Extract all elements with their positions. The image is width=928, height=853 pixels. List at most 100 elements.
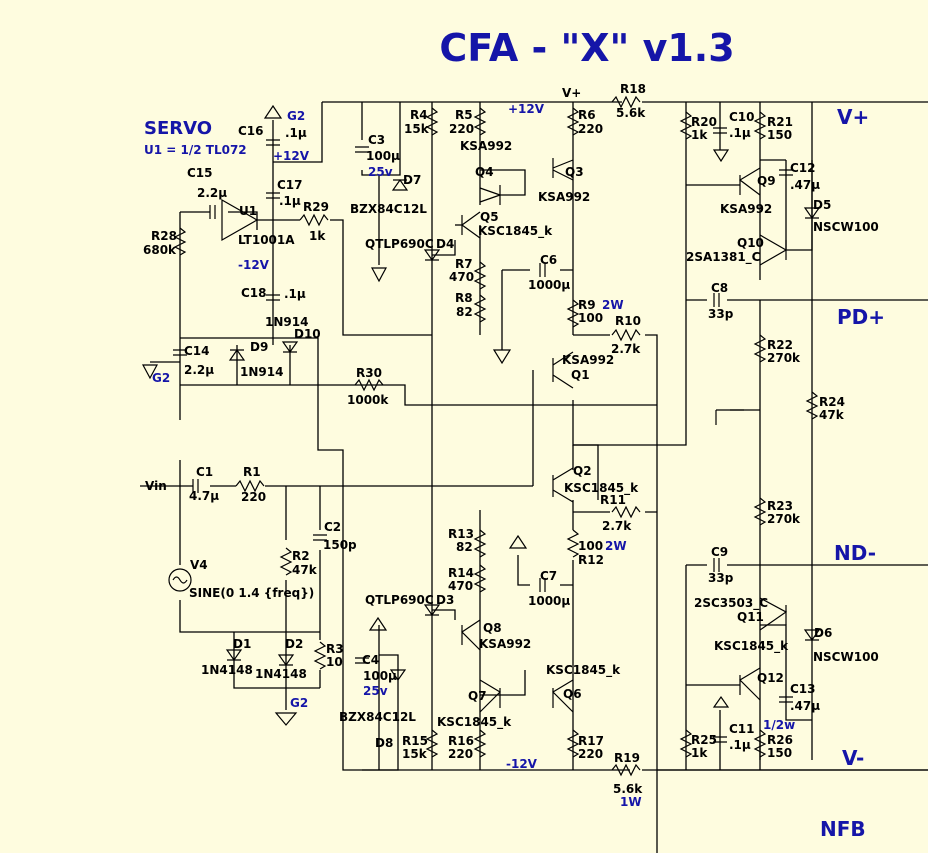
r19-value: 5.6k bbox=[613, 782, 643, 796]
r3-value: 10 bbox=[326, 655, 343, 669]
r2-ref: R2 bbox=[292, 549, 310, 563]
r14-ref: R14 bbox=[448, 566, 474, 580]
r15-ref: R15 bbox=[402, 734, 428, 748]
net-label-top-vplus: V+ bbox=[562, 86, 581, 100]
r18-ref: R18 bbox=[620, 82, 646, 96]
d6-ref: D6 bbox=[814, 626, 832, 640]
q12-value: KSC1845_k bbox=[714, 639, 789, 654]
c8-ref: C8 bbox=[711, 281, 728, 295]
q5-value: KSC1845_k bbox=[478, 224, 553, 239]
d2-value: 1N4148 bbox=[255, 667, 307, 681]
q6-ref: Q6 bbox=[563, 687, 582, 701]
c4-rating: 25v bbox=[363, 684, 388, 698]
d8-ref: D8 bbox=[375, 736, 393, 750]
r20-value: 1k bbox=[691, 128, 708, 142]
c11-value: .1µ bbox=[729, 738, 751, 752]
q6-value: KSC1845_k bbox=[546, 663, 621, 678]
servo-ground-2: G2 bbox=[152, 371, 170, 385]
r23-value: 270k bbox=[767, 512, 801, 526]
r24-ref: R24 bbox=[819, 395, 845, 409]
servo-supply-neg: -12V bbox=[238, 258, 270, 272]
q3-value: KSA992 bbox=[538, 190, 590, 204]
r12-rating: 2W bbox=[605, 539, 627, 553]
d7-ref: D7 bbox=[403, 173, 421, 187]
c10-ref: C10 bbox=[729, 110, 755, 124]
v4-ref: V4 bbox=[190, 558, 208, 572]
r28-value: 680k bbox=[143, 243, 177, 257]
schematic-title: CFA - "X" v1.3 bbox=[439, 26, 734, 70]
q8-ref: Q8 bbox=[483, 621, 502, 635]
c13-value: .47µ bbox=[790, 699, 820, 713]
q8-value: KSA992 bbox=[479, 637, 531, 651]
c8-value: 33p bbox=[708, 307, 734, 321]
r22-ref: R22 bbox=[767, 338, 793, 352]
c18-value: .1µ bbox=[284, 287, 306, 301]
net-label-top-12v: +12V bbox=[508, 102, 545, 116]
q5-ref: Q5 bbox=[480, 210, 499, 224]
servo-subtitle: U1 = 1/2 TL072 bbox=[144, 143, 247, 157]
r17-ref: R17 bbox=[578, 734, 604, 748]
r4-value: 15k bbox=[404, 122, 430, 136]
r11-ref: R11 bbox=[600, 493, 626, 507]
d9-value: 1N914 bbox=[240, 365, 283, 379]
v4-value: SINE(0 1.4 {freq}) bbox=[189, 586, 314, 600]
r17-value: 220 bbox=[578, 747, 603, 761]
c13-ref: C13 bbox=[790, 682, 816, 696]
d1-ref: D1 bbox=[233, 637, 251, 651]
q7-ref: Q7 bbox=[468, 689, 487, 703]
c1-ref: C1 bbox=[196, 465, 213, 479]
c2-value: 150p bbox=[323, 538, 357, 552]
c14-value: 2.2µ bbox=[184, 363, 214, 377]
r30-ref: R30 bbox=[356, 366, 382, 380]
r28-ref: R28 bbox=[151, 229, 177, 243]
wires bbox=[140, 101, 928, 853]
r26-rating: 1/2w bbox=[763, 718, 795, 732]
c15-ref: C15 bbox=[187, 166, 213, 180]
q2-ref: Q2 bbox=[573, 464, 592, 478]
q4-value: KSA992 bbox=[460, 139, 512, 153]
r24-value: 47k bbox=[819, 408, 845, 422]
r5-ref: R5 bbox=[455, 108, 473, 122]
r16-value: 220 bbox=[448, 747, 473, 761]
q10-value: 2SA1381_C bbox=[686, 250, 761, 265]
q1-value: KSA992 bbox=[562, 353, 614, 367]
d10-ref: D10 bbox=[294, 327, 321, 341]
r30-value: 1000k bbox=[347, 393, 389, 407]
r13-value: 82 bbox=[456, 540, 473, 554]
r2-value: 47k bbox=[292, 563, 318, 577]
c12-ref: C12 bbox=[790, 161, 816, 175]
d8-value: BZX84C12L bbox=[339, 710, 416, 724]
r26-ref: R26 bbox=[767, 733, 793, 747]
d1-value: 1N4148 bbox=[201, 663, 253, 677]
d3-ref: D3 bbox=[436, 593, 454, 607]
q7-value: KSC1845_k bbox=[437, 715, 512, 730]
c6-ref: C6 bbox=[540, 253, 557, 267]
r29-ref: R29 bbox=[303, 200, 329, 214]
servo-title: SERVO bbox=[144, 118, 212, 139]
c11-ref: C11 bbox=[729, 722, 755, 736]
r9-value: 100 bbox=[578, 311, 603, 325]
r5-value: 220 bbox=[449, 122, 474, 136]
c12-value: .47µ bbox=[790, 178, 820, 192]
r9-rating: 2W bbox=[602, 298, 624, 312]
net-label-vplus: V+ bbox=[837, 105, 869, 129]
servo-supply-pos: +12V bbox=[273, 149, 310, 163]
r15-value: 15k bbox=[402, 747, 428, 761]
servo-opamp-model: LT1001A bbox=[238, 233, 295, 247]
r20-ref: R20 bbox=[691, 115, 717, 129]
r12-value: 100 bbox=[578, 539, 603, 553]
r1-value: 220 bbox=[241, 490, 266, 504]
r25-value: 1k bbox=[691, 746, 708, 760]
q10-ref: Q10 bbox=[737, 236, 764, 250]
r10-ref: R10 bbox=[615, 314, 641, 328]
c2-ref: C2 bbox=[324, 520, 341, 534]
d5-value: NSCW100 bbox=[813, 220, 879, 234]
q9-value: KSA992 bbox=[720, 202, 772, 216]
r14-value: 470 bbox=[448, 579, 473, 593]
r29-value: 1k bbox=[309, 229, 326, 243]
q9-ref: Q9 bbox=[757, 174, 776, 188]
component-symbols bbox=[168, 95, 821, 777]
r8-ref: R8 bbox=[455, 291, 473, 305]
c18-ref: C18 bbox=[241, 286, 267, 300]
servo-ground-1: G2 bbox=[287, 109, 305, 123]
